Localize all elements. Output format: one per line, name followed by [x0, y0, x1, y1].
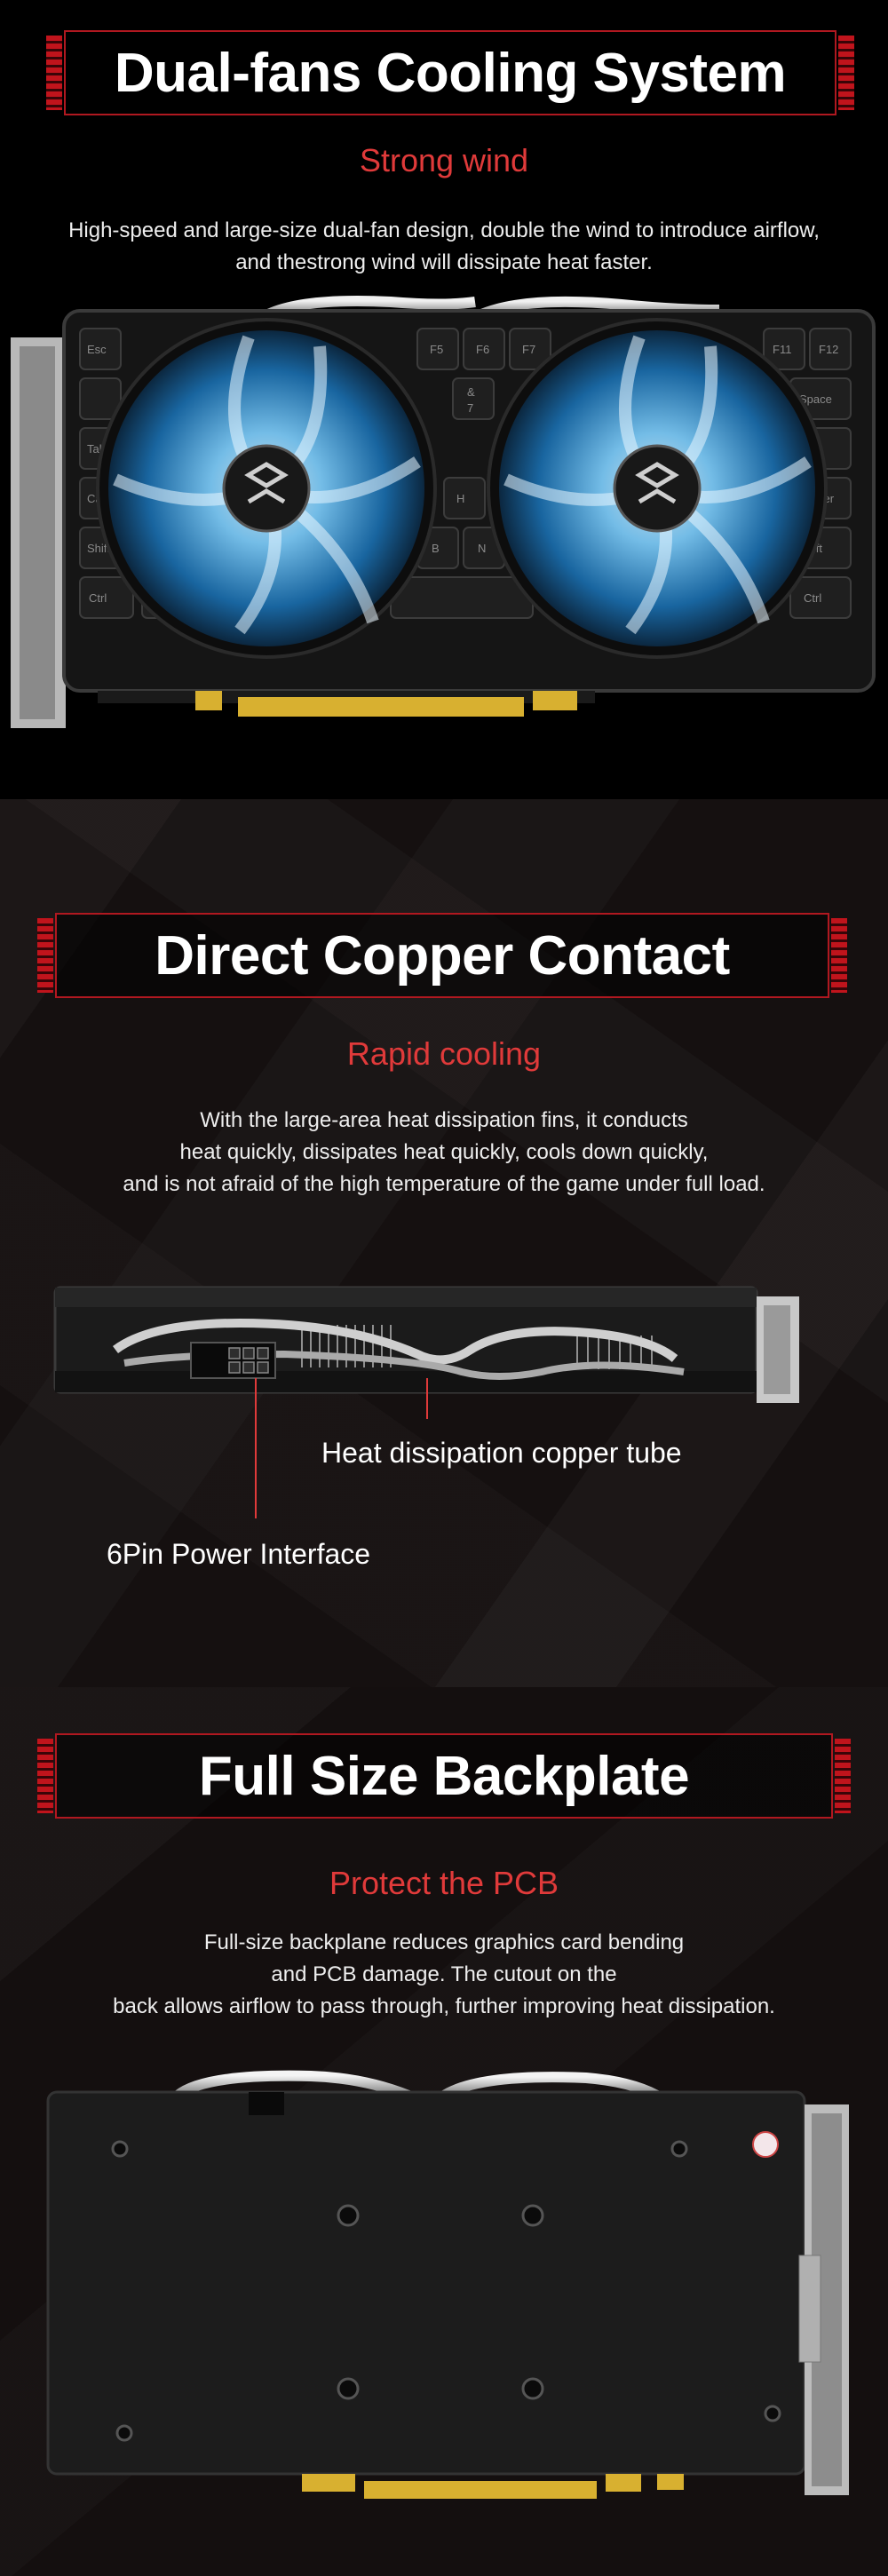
desc-line: and PCB damage. The cutout on the	[271, 1962, 617, 1986]
section-description: With the large-area heat dissipation fin…	[0, 1105, 888, 1201]
fan-left	[96, 318, 437, 659]
callout-power-interface: 6Pin Power Interface	[107, 1538, 371, 1570]
key-label: Esc	[87, 343, 107, 356]
key-label: F6	[476, 343, 489, 356]
key-label: F5	[430, 343, 443, 356]
desc-line: Full-size backplane reduces graphics car…	[203, 1930, 685, 1954]
key-label: &	[467, 385, 475, 399]
callout-line-copper	[426, 1378, 428, 1419]
desc-line: High-speed and large-size dual-fan desig…	[68, 218, 820, 242]
gpu-side-image	[53, 1286, 799, 1403]
key-label: H	[456, 492, 464, 505]
key-label: 7	[467, 401, 473, 415]
title-banner: Direct Copper Contact	[37, 913, 847, 998]
section-title: Dual-fans Cooling System	[114, 42, 787, 104]
callout-line-power	[255, 1378, 257, 1518]
title-banner: Dual-fans Cooling System	[46, 30, 854, 115]
key-label: F11	[773, 343, 791, 356]
section-title: Full Size Backplate	[198, 1745, 690, 1807]
banner-cap-right	[838, 36, 854, 110]
banner-cap-left	[37, 918, 53, 993]
key-label: B	[432, 542, 440, 555]
gpu-front-image: Esc F5 F6 F7 F11 F12 & 7 Space Tab Caps …	[11, 296, 876, 728]
key-label: N	[478, 542, 486, 555]
gpu-backplate-image	[46, 2070, 849, 2499]
banner-cap-left	[37, 1739, 53, 1813]
banner-cap-right	[835, 1739, 851, 1813]
section-description: Full-size backplane reduces graphics car…	[0, 1927, 888, 2023]
section-dual-fans: Dual-fans Cooling System Strong wind Hig…	[0, 0, 888, 799]
banner-cap-left	[46, 36, 62, 110]
callout-copper-tube: Heat dissipation copper tube	[321, 1437, 682, 1469]
key-label: Space	[799, 392, 832, 406]
desc-line: and is not afraid of the high temperatur…	[123, 1172, 765, 1196]
key-label: Ctrl	[804, 591, 821, 605]
banner-cap-right	[831, 918, 847, 993]
key-label: F12	[819, 343, 838, 356]
fan-right	[487, 318, 828, 659]
section-description: High-speed and large-size dual-fan desig…	[0, 215, 888, 279]
desc-line: heat quickly, dissipates heat quickly, c…	[179, 1140, 709, 1164]
desc-line: With the large-area heat dissipation fin…	[200, 1108, 688, 1132]
key-label: F7	[522, 343, 535, 356]
key-label: Shift	[87, 542, 110, 555]
desc-line: and thestrong wind will dissipate heat f…	[235, 250, 653, 274]
desc-line: back allows airflow to pass through, fur…	[113, 1994, 775, 2018]
section-backplate: Full Size Backplate Protect the PCB Full…	[0, 1687, 888, 2576]
key-label: Ctrl	[89, 591, 107, 605]
section-title: Direct Copper Contact	[155, 924, 730, 987]
section-copper-contact: Direct Copper Contact Rapid cooling With…	[0, 799, 888, 1687]
section-subtitle: Rapid cooling	[346, 1035, 542, 1072]
section-subtitle: Strong wind	[359, 142, 529, 178]
section-subtitle: Protect the PCB	[329, 1865, 559, 1901]
title-banner: Full Size Backplate	[37, 1733, 851, 1819]
